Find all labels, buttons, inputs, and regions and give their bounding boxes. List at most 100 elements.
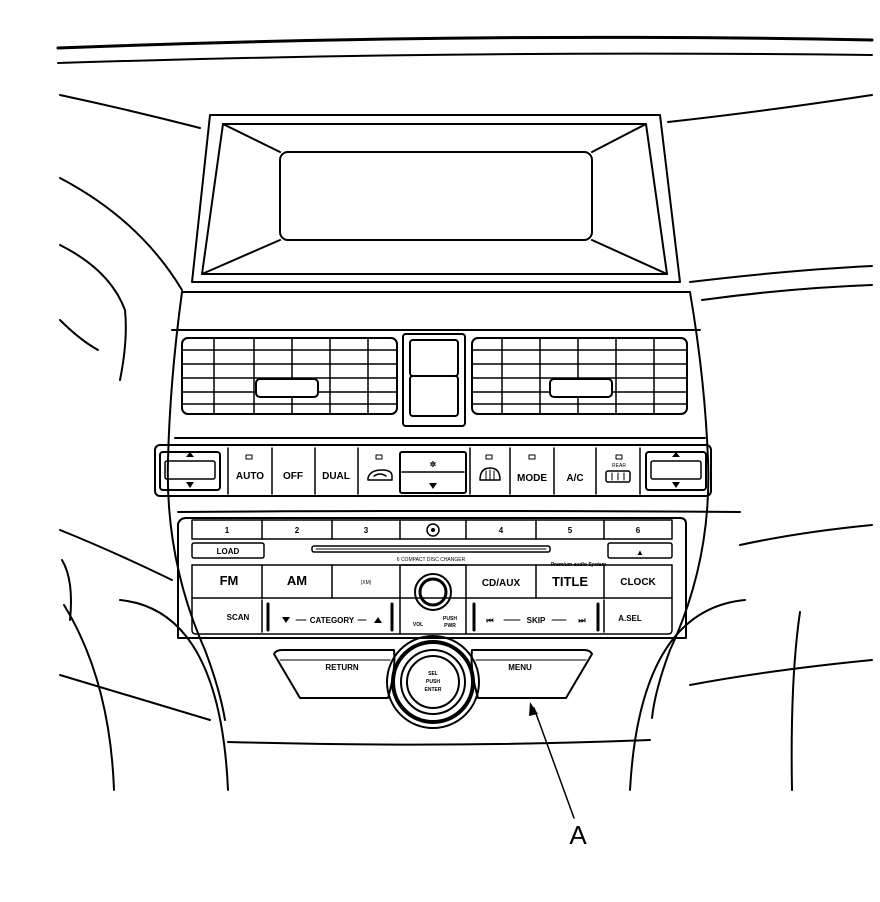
left-air-vent[interactable]	[181, 337, 398, 415]
off-button[interactable]: OFF	[283, 471, 303, 482]
disc-indicator-button[interactable]	[426, 523, 440, 537]
volume-knob[interactable]: VOL PUSH PWR	[399, 564, 467, 635]
source-row	[191, 564, 673, 635]
preset-button-4[interactable]: 4	[499, 526, 504, 535]
preset-row	[191, 519, 673, 540]
preset-button-5[interactable]: 5	[568, 526, 573, 535]
hazard-switch-housing	[402, 333, 466, 427]
eject-button[interactable]	[607, 542, 673, 559]
vol-label: VOL	[413, 622, 423, 628]
push-label: PUSH	[443, 616, 457, 622]
disc-icon	[426, 523, 440, 537]
scan-label: SCAN	[227, 613, 250, 622]
rear-defrost-button[interactable]: REAR	[605, 454, 631, 483]
callout-arrowhead	[529, 702, 538, 716]
category-down-icon	[282, 617, 290, 623]
preset-5-label: 5	[568, 526, 573, 535]
interface-selector-knob[interactable]: SEL PUSH ENTER	[386, 635, 480, 729]
preset-button-1[interactable]: 1	[225, 526, 230, 535]
driver-temp-down-icon	[186, 482, 194, 488]
skip-forward-icon: ⏭	[578, 616, 586, 625]
scan-button[interactable]: SCAN	[227, 599, 263, 633]
eject-icon: ▲	[636, 548, 644, 557]
driver-temp-up-icon	[186, 452, 194, 457]
ac-button[interactable]: A/C	[566, 473, 583, 484]
a-sel-label: A.SEL	[618, 614, 642, 623]
mode-indicator-icon	[528, 454, 536, 460]
clock-button[interactable]: CLOCK	[620, 577, 656, 588]
title-label: TITLE	[552, 574, 588, 589]
dual-label: DUAL	[322, 471, 350, 482]
skip-back-icon: ⏮	[486, 616, 493, 625]
auto-indicator-icon	[245, 454, 253, 460]
callout-label: A	[569, 820, 587, 850]
preset-button-3[interactable]: 3	[364, 526, 369, 535]
rear-defrost-indicator-icon	[615, 454, 623, 460]
hazard-button[interactable]	[409, 339, 459, 377]
left-vent-tab[interactable]	[255, 378, 319, 398]
category-up-icon	[374, 617, 382, 623]
clock-label: CLOCK	[620, 577, 656, 588]
front-defrost-icon	[479, 467, 501, 481]
preset-1-label: 1	[225, 526, 230, 535]
fm-button[interactable]: FM	[220, 573, 239, 588]
right-air-vent[interactable]	[471, 337, 688, 415]
sel-label: SEL	[428, 671, 438, 677]
mode-button[interactable]: MODE	[517, 454, 547, 484]
title-button[interactable]: TITLE	[552, 574, 588, 589]
nav-screen	[279, 151, 593, 241]
rear-defrost-icon	[605, 470, 631, 483]
sel-push-label: PUSH	[426, 679, 440, 685]
skip-label: SKIP	[527, 616, 546, 625]
return-button[interactable]: RETURN	[273, 649, 396, 699]
passenger-temp-down-icon	[672, 482, 680, 488]
preset-6-label: 6	[636, 526, 641, 535]
preset-button-2[interactable]: 2	[295, 526, 300, 535]
fan-speed-rocker[interactable]: ✲	[399, 451, 467, 494]
return-label: RETURN	[325, 663, 359, 672]
fan-icon: ✲	[430, 460, 437, 469]
callout-a: A	[529, 702, 587, 850]
preset-button-6[interactable]: 6	[636, 526, 641, 535]
recirculation-button[interactable]	[367, 454, 393, 481]
recirculation-icon	[367, 469, 393, 481]
center-fascia	[166, 291, 741, 721]
skip-rocker[interactable]: ⏮ SKIP ⏭	[472, 602, 600, 632]
dual-button[interactable]: DUAL	[322, 471, 350, 482]
right-vent-tab[interactable]	[549, 378, 613, 398]
menu-label: MENU	[508, 663, 532, 672]
passenger-temp-up-icon	[672, 452, 680, 457]
enter-label: ENTER	[425, 687, 442, 693]
fm-label: FM	[220, 573, 239, 588]
pwr-label: PWR	[444, 623, 456, 629]
xm-button[interactable]: (XM)	[361, 580, 372, 586]
fan-down-icon	[429, 483, 437, 489]
category-label: CATEGORY	[310, 616, 355, 625]
load-label: LOAD	[217, 547, 240, 556]
front-defrost-button[interactable]	[479, 454, 501, 481]
am-button[interactable]: AM	[287, 573, 307, 588]
cd-aux-label: CD/AUX	[482, 578, 521, 589]
dashboard-outline	[56, 35, 874, 791]
climate-panel	[154, 444, 712, 497]
preset-2-label: 2	[295, 526, 300, 535]
a-sel-button[interactable]: A.SEL	[603, 599, 642, 633]
changer-label: 6 COMPACT DISC CHANGER	[397, 557, 466, 563]
menu-button[interactable]: MENU	[470, 649, 593, 699]
auto-button[interactable]: AUTO	[230, 449, 270, 493]
category-rocker[interactable]: CATEGORY	[266, 602, 394, 632]
auto-label: AUTO	[236, 471, 264, 482]
ac-label: A/C	[566, 473, 583, 484]
cd-aux-button[interactable]: CD/AUX	[482, 578, 521, 589]
cd-slot[interactable]	[311, 545, 551, 553]
passenger-temp-rocker[interactable]	[645, 451, 707, 491]
driver-temp-rocker[interactable]	[159, 451, 221, 491]
xm-label: (XM)	[361, 580, 372, 586]
off-label: OFF	[283, 471, 303, 482]
am-label: AM	[287, 573, 307, 588]
load-button[interactable]	[191, 542, 265, 559]
mode-label: MODE	[517, 473, 547, 484]
preset-4-label: 4	[499, 526, 504, 535]
rear-label: REAR	[612, 463, 626, 469]
